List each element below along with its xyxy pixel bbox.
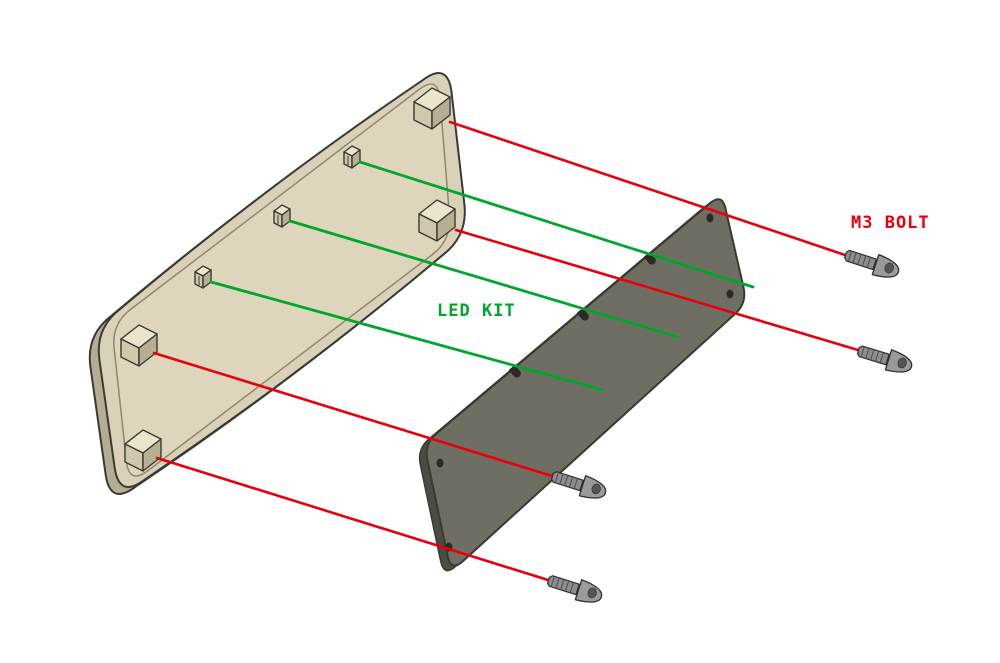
mounting-plate — [418, 198, 746, 572]
panel-recessed-face — [113, 83, 451, 477]
m3-bolt-icon — [548, 465, 610, 504]
m3-bolt-icon — [841, 244, 903, 283]
plate-screw-hole — [726, 289, 734, 299]
plate-screw-hole — [706, 213, 714, 223]
bolt-axis-line — [152, 351, 554, 478]
led-leader-line — [209, 280, 605, 392]
m3-bolt-icon — [544, 569, 606, 608]
bolt-axis-lines — [152, 120, 860, 582]
plate-face — [425, 198, 746, 567]
led-kit-leader-lines — [209, 160, 755, 392]
m3-bolt-label: M3 BOLT — [851, 213, 930, 233]
bolt-axis-line — [448, 120, 847, 257]
led-leader-line — [358, 160, 755, 289]
rear-housing-panel — [88, 72, 466, 495]
led-kit-label: LED KIT — [437, 301, 516, 321]
bolt-axis-line — [454, 228, 860, 352]
led-leader-line — [288, 219, 680, 339]
bolt-axis-line — [155, 456, 550, 582]
m3-bolt-icon — [854, 339, 916, 378]
plate-screw-hole — [436, 458, 444, 468]
